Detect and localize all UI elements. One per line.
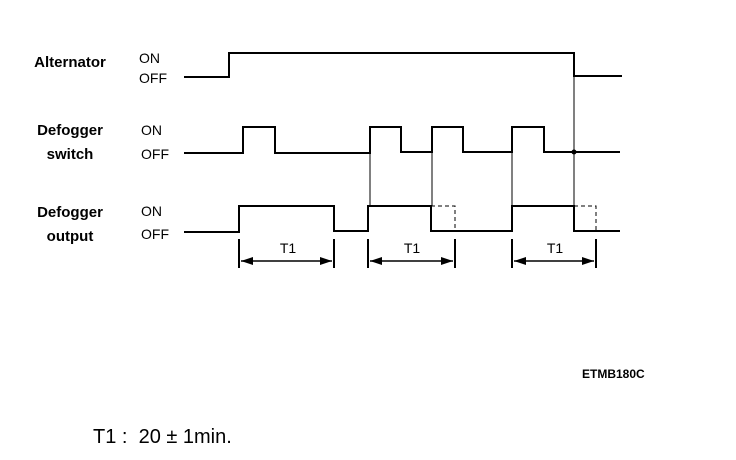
alternator-off-label: OFF (139, 70, 167, 86)
defogger-output-label-line1: Defogger (37, 204, 103, 221)
interval-label-1: T1 (280, 240, 297, 256)
defogger-output-waveform (184, 205, 620, 233)
defogger-switch-waveform (184, 126, 620, 154)
interval-t1-2: T1 (367, 239, 456, 268)
t1-definition-note: T1 : 20 ± 1min. (93, 426, 232, 448)
defogger-switch-label-line1: Defogger (37, 122, 103, 139)
interval-label-2: T1 (404, 240, 421, 256)
interval-label-3: T1 (547, 240, 564, 256)
switch-off-label: OFF (141, 146, 169, 162)
output-off-label: OFF (141, 226, 169, 242)
alternator-on-label: ON (139, 50, 160, 66)
output-dashed-extension-3 (574, 205, 597, 231)
defogger-switch-label-line2: switch (47, 146, 94, 163)
output-on-label: ON (141, 203, 162, 219)
junction-dot (571, 149, 577, 155)
interval-t1-3: T1 (511, 239, 597, 268)
alternator-label: Alternator (34, 54, 106, 71)
alternator-waveform (184, 52, 622, 78)
figure-code: ETMB180C (582, 367, 645, 381)
output-dashed-extension-2 (431, 205, 456, 231)
defogger-output-label-line2: output (47, 228, 94, 245)
interval-t1-1: T1 (238, 239, 335, 268)
switch-on-label: ON (141, 122, 162, 138)
